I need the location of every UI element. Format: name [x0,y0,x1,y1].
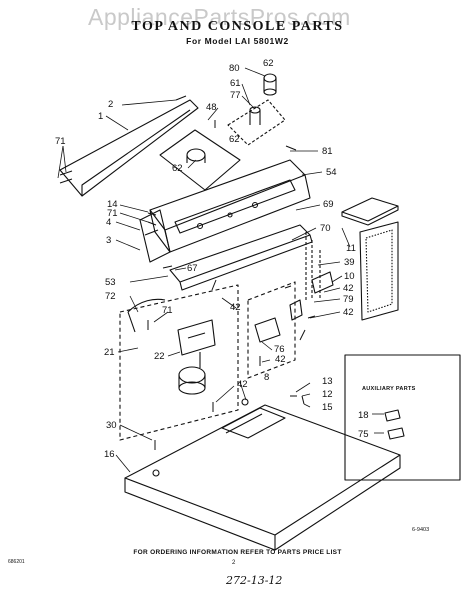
lid-and-side-panel [341,197,399,321]
console-end-cap [139,209,171,263]
auxiliary-parts-title: AUXILIARY PARTS [362,386,416,392]
callout: 61 [230,78,241,89]
callout: 79 [343,294,354,305]
callout: 13 [322,376,333,387]
callout: 77 [230,90,241,101]
model-subtitle: For Model LAI 5801W2 [186,36,289,46]
callout: 76 [274,344,285,355]
page-number: 2 [232,560,236,566]
callout: 42 [343,283,354,294]
callout: 22 [154,351,165,362]
callout: 21 [104,347,115,358]
callout: 80 [229,63,240,74]
callout: 54 [326,167,337,178]
callout: 62 [229,134,240,145]
handwritten-note: 272-13-12 [226,574,283,587]
cabinet-top-panel [124,398,401,551]
callout: 81 [322,146,333,157]
callout-labels: 80 62 61 77 48 62 2 1 71 62 81 54 14 71 … [55,58,369,460]
figure-code: 6-9403 [412,527,430,533]
auxiliary-parts-box [344,354,461,481]
watermark: AppliancePartsPros.com [88,4,351,30]
callout: 70 [320,223,331,234]
callout: 18 [358,410,369,421]
callout: 53 [105,277,116,288]
callout: 15 [322,402,333,413]
screws [59,95,316,450]
callout: 42 [237,379,248,390]
timer-motor-group [119,284,239,441]
callout: 42 [230,302,241,313]
callout: 3 [106,235,111,246]
callout: 62 [263,58,274,69]
ordering-note: FOR ORDERING INFORMATION REFER TO PARTS … [133,549,342,556]
callout: 2 [108,99,113,110]
callout: 11 [346,243,356,254]
callout: 71 [107,208,118,219]
knob-bracket [159,129,241,191]
callout: 69 [323,199,334,210]
document-number: 686201 [8,559,25,565]
console-lower-panel [169,224,313,291]
callout: 30 [106,420,117,431]
callout: 16 [104,449,115,460]
callout: 42 [275,354,286,365]
callout: 10 [344,271,355,282]
callout: 1 [98,111,103,122]
callout: 39 [344,257,355,268]
callout: 42 [343,307,354,318]
callout: 4 [106,217,111,228]
top-knobs [227,73,286,146]
callout: 71 [162,305,173,316]
callout: 8 [264,372,269,383]
callout: 12 [322,389,333,400]
right-switch-parts [289,232,334,321]
callout: 72 [105,291,116,302]
callout: 48 [206,102,217,113]
rear-trim-strip [59,99,199,197]
callout: 14 [107,199,118,210]
center-switch-group [247,281,296,379]
callout: 75 [358,429,369,440]
leader-lines [57,67,384,473]
callout: 71 [55,136,66,147]
callout: 62 [172,163,183,174]
callout: 67 [187,263,198,274]
diagram-title: TOP AND CONSOLE PARTS [131,19,344,34]
